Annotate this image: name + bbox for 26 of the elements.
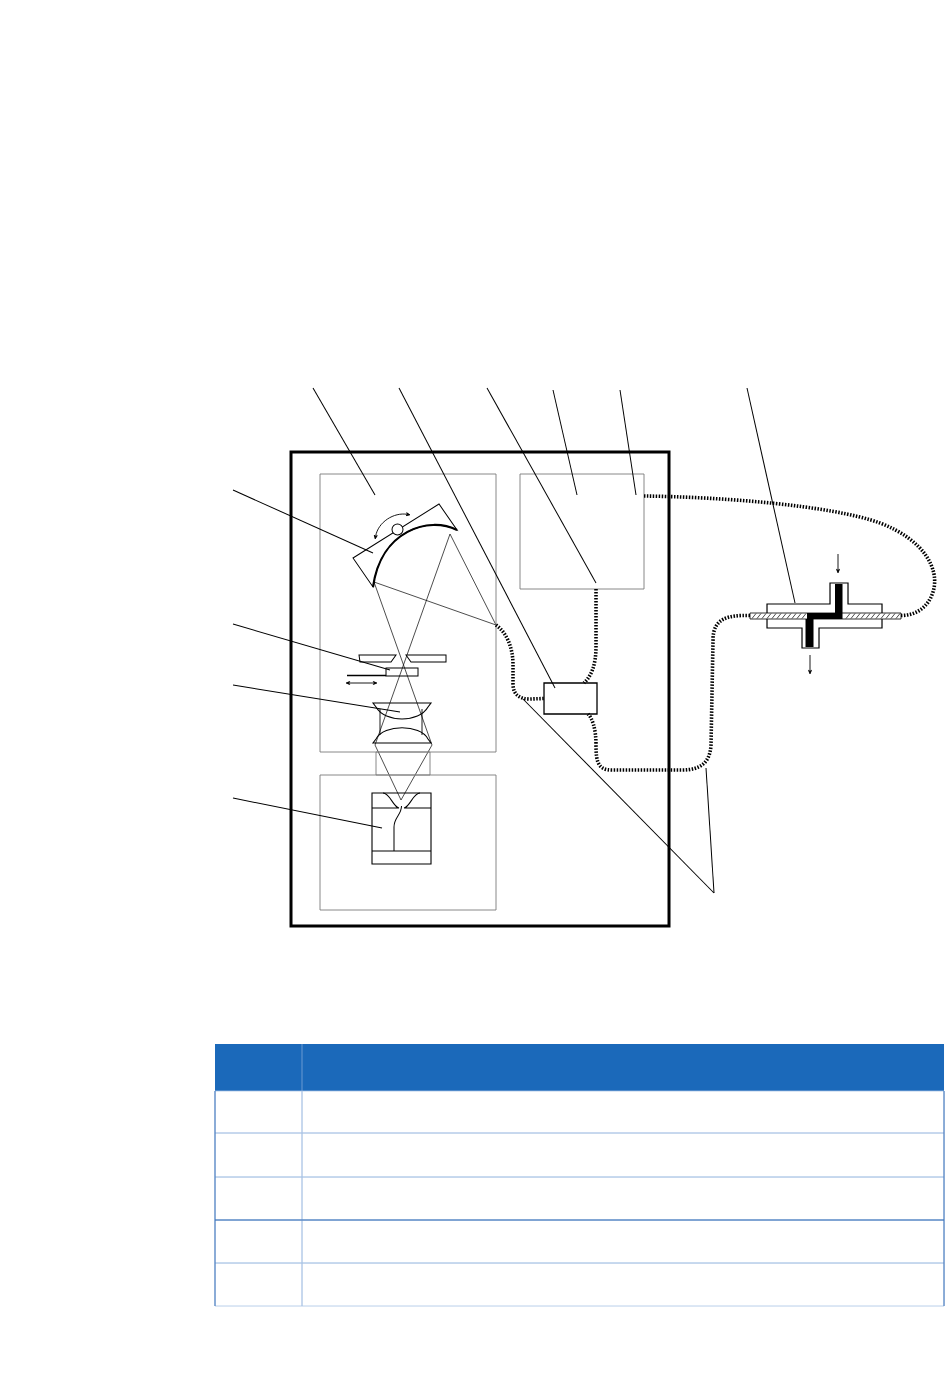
fiber-cable — [494, 623, 545, 701]
detector — [371, 792, 432, 865]
slit-assembly — [346, 654, 447, 677]
detector-compartment — [319, 774, 497, 911]
compartment-box — [519, 473, 645, 590]
lens — [372, 708, 432, 744]
leader-line — [746, 387, 796, 604]
leader-line — [232, 623, 391, 671]
concave-mirror — [352, 503, 458, 588]
leader-line — [312, 387, 376, 496]
fiber-cable — [582, 589, 598, 685]
fiber-cable — [586, 613, 751, 772]
passage-tube — [375, 751, 431, 776]
leader-line — [398, 387, 556, 689]
fiber-cable — [643, 494, 937, 618]
leader-line — [232, 684, 401, 713]
leader-line — [552, 389, 578, 496]
instrument-housing — [289, 450, 671, 928]
leader-line — [619, 389, 637, 496]
leader-line — [232, 489, 374, 554]
leader-line — [232, 797, 383, 829]
optics-compartment — [319, 473, 497, 753]
flow-cell — [749, 582, 902, 649]
lens — [372, 702, 432, 720]
leader-line — [486, 387, 597, 584]
junction-box — [543, 682, 598, 715]
